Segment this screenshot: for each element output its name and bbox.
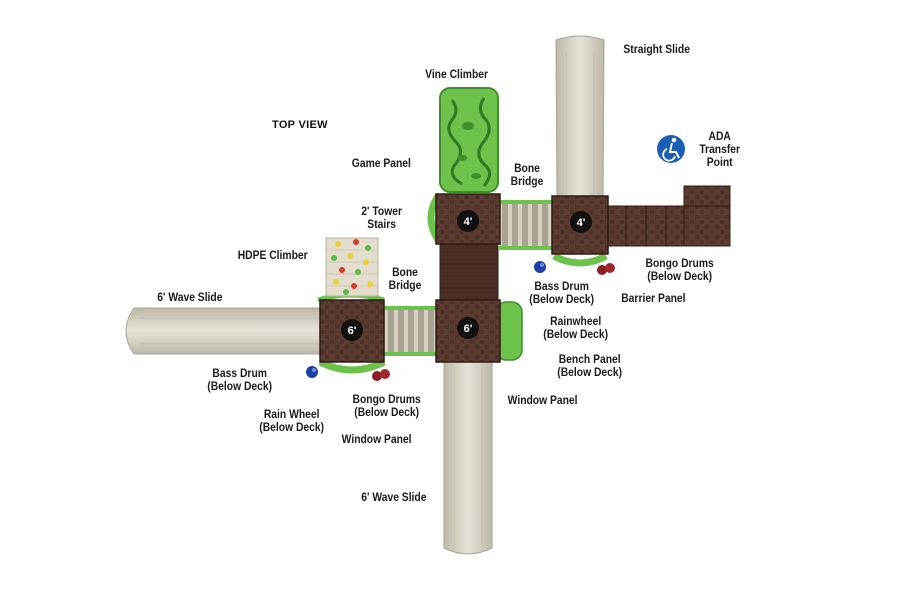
bass-drum-right — [534, 261, 546, 273]
label-bone-bridge-upper: Bone Bridge — [510, 161, 544, 188]
ada-accessibility-icon — [657, 135, 685, 163]
label-bass-drum-right: Bass Drum (Below Deck) — [529, 279, 595, 306]
wave-slide-left — [125, 307, 331, 355]
deck-right-4-label: 4' — [577, 217, 586, 229]
bongo-drums-left — [372, 369, 390, 381]
bone-bridge-upper — [498, 200, 552, 250]
bongo-drums-right — [597, 263, 615, 275]
label-wave-slide-left: 6' Wave Slide — [157, 290, 223, 304]
label-wave-slide-bottom: 6' Wave Slide — [361, 490, 427, 504]
deck-left-6: 6' — [319, 299, 385, 363]
label-straight-slide: Straight Slide — [623, 42, 690, 56]
tower-stairs — [439, 239, 499, 303]
deck-right-4: 4' — [551, 195, 609, 255]
label-rainwheel-right: Rainwheel (Below Deck) — [543, 314, 609, 341]
label-bass-drum-left: Bass Drum (Below Deck) — [207, 366, 273, 393]
label-bone-bridge-lower: Bone Bridge — [388, 265, 422, 292]
deck-upper-4-label: 4' — [464, 216, 473, 228]
bone-bridge-lower — [384, 306, 440, 356]
view-title: TOP VIEW — [272, 119, 328, 131]
ada-transfer-platform — [605, 185, 731, 247]
hdpe-climber — [325, 237, 379, 297]
label-window-panel-left: Window Panel — [341, 432, 412, 446]
deck-center-6-label: 6' — [464, 323, 473, 335]
label-bongo-drums-left: Bongo Drums (Below Deck) — [352, 392, 421, 419]
wave-slide-bottom — [443, 359, 493, 555]
label-game-panel: Game Panel — [351, 156, 411, 170]
vine-climber — [439, 87, 499, 193]
label-window-panel-right: Window Panel — [507, 393, 578, 407]
bass-drum-left — [306, 366, 318, 378]
label-bongo-drums-right: Bongo Drums (Below Deck) — [645, 256, 714, 283]
label-barrier-panel: Barrier Panel — [621, 291, 686, 305]
deck-left-6-label: 6' — [348, 325, 357, 337]
green-panel-left-deck — [318, 358, 386, 374]
stair-treads — [440, 251, 498, 289]
label-vine-climber: Vine Climber — [425, 67, 489, 81]
label-tower-stairs: 2' Tower Stairs — [361, 204, 403, 231]
label-bench-panel: Bench Panel (Below Deck) — [557, 352, 623, 379]
green-panel-right-deck — [552, 252, 608, 267]
label-ada-transfer-point: ADA Transfer Point — [699, 129, 741, 169]
label-rain-wheel-left: Rain Wheel (Below Deck) — [259, 407, 325, 434]
straight-slide — [555, 35, 605, 201]
deck-center-6: 6' — [435, 299, 501, 363]
deck-upper-4: 4' — [435, 193, 501, 245]
climbing-holds — [331, 239, 373, 295]
label-hdpe-climber: HDPE Climber — [237, 248, 308, 262]
